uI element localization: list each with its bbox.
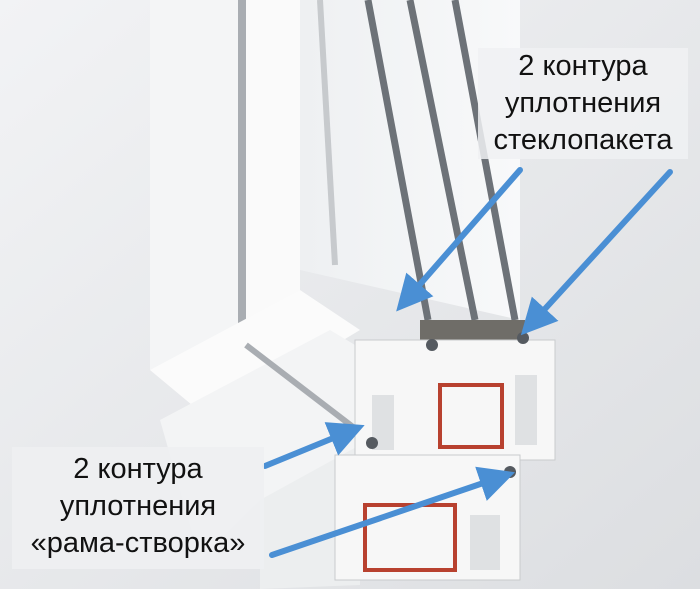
label-line: стеклопакета (493, 124, 673, 156)
label-line: уплотнения (59, 490, 217, 522)
arrow-glazing-seal-outer (520, 169, 673, 336)
label-line: уплотнения (504, 87, 662, 119)
glass-pane (451, 0, 519, 321)
label-line: 2 контура (518, 50, 648, 82)
arrow-frame-seal-inner (269, 466, 516, 558)
arrow-frame-seal-outer (262, 422, 365, 469)
glass-pane (364, 0, 432, 321)
label-line: «рама-створка» (30, 527, 246, 559)
seals (366, 332, 529, 478)
glass-unit (300, 0, 520, 321)
arrow-glazing-seal-inner (396, 167, 523, 312)
label-line: 2 контура (73, 453, 203, 485)
glass-pane (406, 0, 479, 321)
frame-sash-seals-label: 2 контура уплотнения «рама-створка» (12, 447, 264, 569)
steel-reinforcement (438, 383, 504, 449)
glazing-seals-label: 2 контура уплотнения стеклопакета (478, 48, 688, 159)
